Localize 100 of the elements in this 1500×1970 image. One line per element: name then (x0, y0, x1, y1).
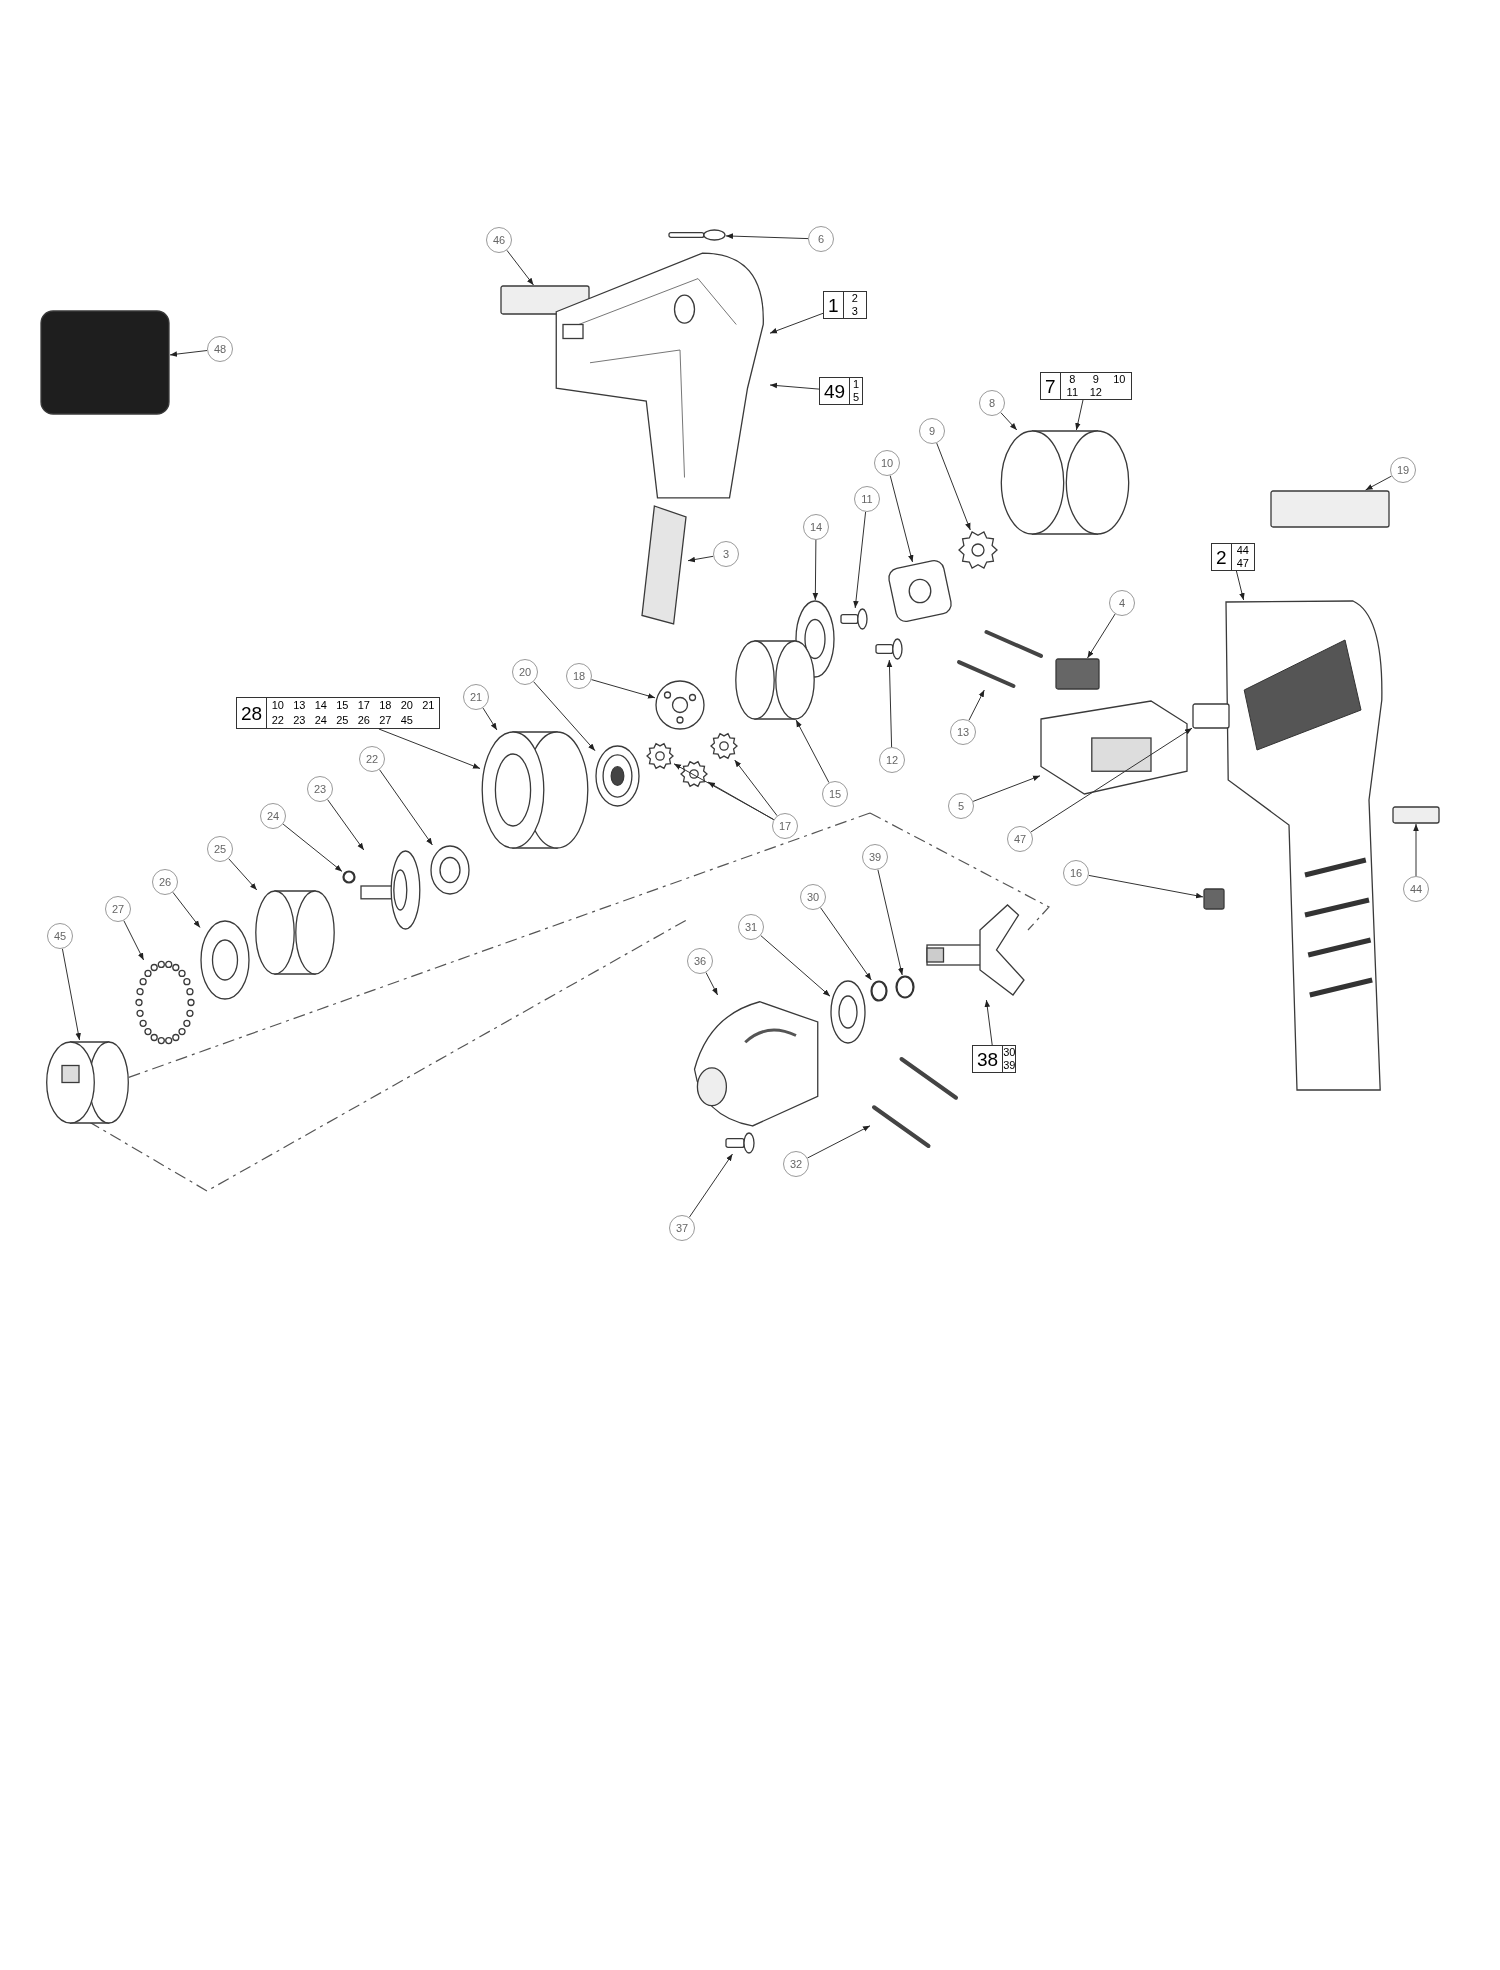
callout-number: 4 (1109, 590, 1135, 616)
leader-line (725, 233, 809, 240)
part-number: 22 (270, 713, 285, 728)
callout-number: 5 (948, 793, 974, 819)
leader-line (1075, 399, 1084, 431)
motor-drawing (1001, 431, 1129, 534)
leader-line (282, 823, 343, 872)
part-number: 1 (852, 378, 861, 391)
terminal-block-drawing (1193, 704, 1229, 728)
carrying-case-drawing (41, 311, 169, 414)
kit-number: 7 (1044, 374, 1057, 399)
callout-number: 39 (862, 844, 888, 870)
label-sheet-drawing (1271, 491, 1389, 527)
planet-gear-drawing (647, 743, 673, 769)
leader-line (378, 728, 481, 769)
part-number: 18 (378, 698, 393, 713)
callout-number: 20 (512, 659, 538, 685)
leader-line (688, 1153, 733, 1218)
planet-gear-drawing (681, 761, 707, 787)
clip-drawing (1204, 889, 1224, 909)
leader-line (1235, 570, 1245, 601)
hammer-case-drawing (482, 732, 588, 848)
callout-number: 16 (1063, 860, 1089, 886)
part-number: 8 (1068, 373, 1077, 386)
callout-number: 18 (566, 663, 592, 689)
leader-line (1000, 412, 1018, 431)
callout-number: 32 (783, 1151, 809, 1177)
callout-number: 47 (1007, 826, 1033, 852)
ring-gear-drawing (735, 641, 815, 719)
pinion-gear-drawing (959, 531, 997, 569)
anvil-drawing (927, 905, 1024, 995)
carrier-disc-drawing (656, 681, 704, 729)
part-number: 17 (356, 698, 371, 713)
leader-line (760, 935, 831, 997)
leader-line (972, 775, 1041, 802)
kit-number: 49 (823, 379, 847, 404)
steel-ball-drawing (343, 871, 355, 883)
o-ring-drawing (871, 981, 887, 1001)
callout-number: 37 (669, 1215, 695, 1241)
callout-number: 46 (486, 227, 512, 253)
callout-number: 14 (803, 514, 829, 540)
leader-line (769, 312, 824, 334)
callout-number: 6 (808, 226, 834, 252)
leader-line (820, 907, 872, 981)
callout-number: 30 (800, 884, 826, 910)
leader-line (687, 555, 714, 563)
part-number: 47 (1235, 557, 1250, 570)
kit-number-table (1040, 372, 1132, 400)
callout-number: 24 (260, 803, 286, 829)
switch-drawing (1056, 659, 1099, 689)
leader-line (984, 999, 993, 1046)
kit-number-table (972, 1045, 1016, 1073)
part-number: 30 (1003, 1046, 1016, 1059)
leader-line (1413, 823, 1419, 877)
planet-gear-drawing (711, 733, 737, 759)
pins-drawing (874, 1059, 956, 1146)
trigger-drawing (642, 506, 686, 624)
washer-drawing (431, 846, 469, 894)
callout-number: 15 (822, 781, 848, 807)
hammer-drawing (361, 851, 420, 929)
screw-drawing (726, 1133, 754, 1153)
nose-cover-drawing (694, 1001, 818, 1126)
bearing-drawing (596, 746, 639, 806)
kit-number: 38 (976, 1047, 1000, 1072)
leader-line (591, 679, 656, 699)
leader-line (853, 511, 867, 609)
part-number: 12 (1088, 386, 1103, 399)
leader-line (1365, 475, 1392, 491)
leader-line (734, 759, 778, 817)
leader-line (169, 350, 208, 357)
kit-number-table (823, 291, 867, 319)
callout-number: 10 (874, 450, 900, 476)
leader-line (506, 249, 534, 286)
part-number: 23 (292, 713, 307, 728)
part-number: 15 (335, 698, 350, 713)
ring-drawing (201, 921, 249, 999)
spring-drawing (255, 891, 335, 974)
callout-number: 22 (359, 746, 385, 772)
housing-half-drawing (1226, 601, 1382, 1090)
leader-line (886, 659, 893, 748)
callout-number: 27 (105, 896, 131, 922)
part-number: 20 (399, 698, 414, 713)
kit-number: 2 (1215, 545, 1228, 570)
callout-number: 21 (463, 684, 489, 710)
kit-number-table (819, 377, 863, 405)
callout-number: 11 (854, 486, 880, 512)
leader-line (936, 442, 971, 531)
part-number: 10 (1112, 373, 1127, 386)
leader-line (889, 475, 914, 563)
screw-drawing (841, 609, 867, 629)
leader-line (877, 869, 904, 976)
kit-number-table (236, 697, 440, 729)
leader-line (705, 972, 719, 996)
callout-number: 31 (738, 914, 764, 940)
part-number: 5 (852, 391, 861, 404)
leader-line (769, 382, 820, 390)
part-number: 9 (1091, 373, 1100, 386)
switch-module-drawing (1041, 701, 1187, 794)
label-sheet-drawing (1393, 807, 1439, 823)
ball-bearing-ring-drawing (136, 961, 194, 1044)
